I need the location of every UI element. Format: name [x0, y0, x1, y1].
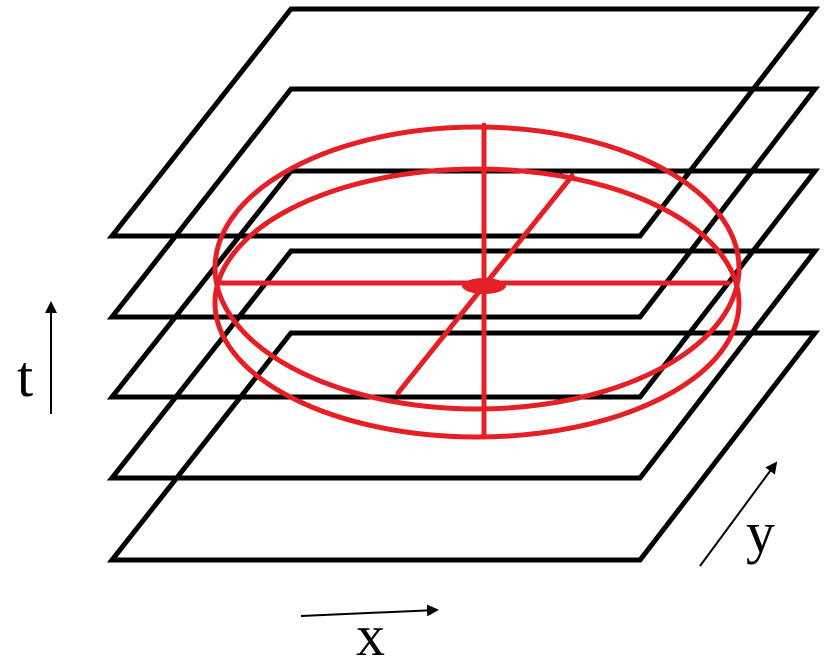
t-axis-label: t — [17, 344, 33, 409]
y-axis-arrow — [699, 461, 778, 567]
time-slice-plane-5 — [106, 6, 821, 239]
ellipsoid-upper-ring — [212, 124, 742, 412]
ellipsoid-lower-ring — [212, 166, 742, 440]
x-axis-label: x — [356, 603, 385, 659]
ellipsoid-structure — [212, 122, 742, 440]
time-slice-plane-3 — [106, 168, 821, 400]
time-slice-plane-4 — [106, 86, 821, 320]
time-slice-planes — [106, 6, 821, 563]
ellipsoid-center-point — [462, 278, 506, 294]
time-slice-plane-2 — [106, 248, 821, 481]
y-axis-label: y — [746, 500, 775, 565]
axis-indicators: t x y — [17, 301, 778, 659]
x-axis-arrow — [300, 604, 439, 617]
time-slice-plane-1 — [106, 330, 821, 563]
